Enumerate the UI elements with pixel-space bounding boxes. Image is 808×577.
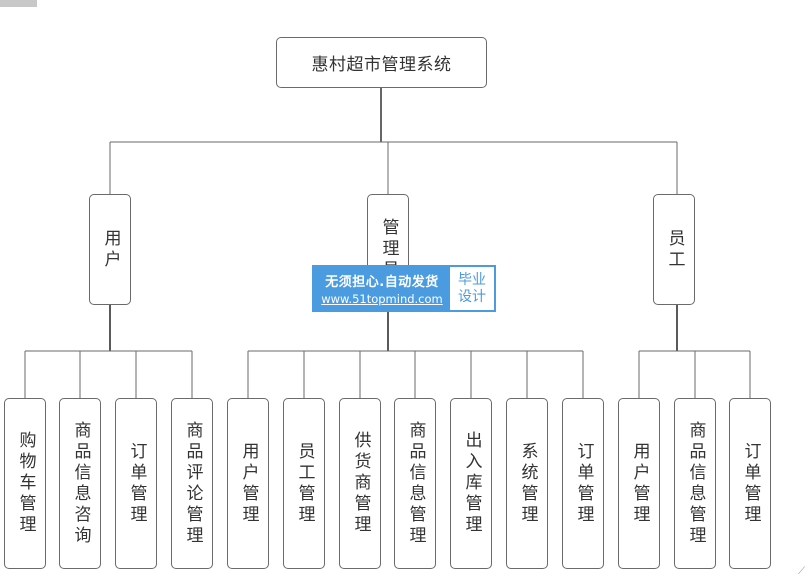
leaf-node: 用户管理 [618,398,660,569]
leaf-label: 商品信息咨询 [70,420,91,547]
watermark-badge-line1: 毕业 [458,272,486,289]
leaf-label: 用户管理 [629,441,650,526]
leaf-node: 商品信息管理 [674,398,716,569]
leaf-label: 用户管理 [238,441,259,526]
leaf-node: 商品评论管理 [171,398,213,569]
leaf-label: 员工管理 [294,441,315,526]
leaf-label: 出入库管理 [461,431,482,536]
leaf-label: 商品信息管理 [405,420,426,547]
root-node: 惠村超市管理系统 [276,37,487,88]
leaf-node: 订单管理 [729,398,771,569]
watermark-banner: 无须担心.自动发货 www.51topmind.com 毕业 设计 [312,265,496,312]
leaf-label: 订单管理 [573,441,594,526]
leaf-node: 用户管理 [227,398,269,569]
category-label: 员工 [664,228,685,271]
watermark-badge: 毕业 设计 [450,267,494,310]
leaf-label: 购物车管理 [15,431,36,536]
leaf-node: 供货商管理 [339,398,381,569]
leaf-node: 系统管理 [506,398,548,569]
top-grey-bar [0,0,37,7]
leaf-label: 商品信息管理 [685,420,706,547]
category-staff: 员工 [653,194,695,305]
root-label: 惠村超市管理系统 [311,55,452,75]
watermark-badge-line2: 设计 [458,288,486,305]
watermark-url[interactable]: www.51topmind.com [321,292,443,306]
leaf-node: 商品信息咨询 [59,398,101,569]
leaf-node: 出入库管理 [450,398,492,569]
leaf-label: 订单管理 [740,441,761,526]
category-label: 用户 [100,228,121,271]
leaf-node: 商品信息管理 [394,398,436,569]
watermark-slogan: 无须担心.自动发货 [325,275,439,290]
leaf-node: 订单管理 [562,398,604,569]
category-user: 用户 [89,194,131,305]
leaf-label: 系统管理 [517,441,538,526]
leaf-label: 订单管理 [126,441,147,526]
resize-handle-icon: ⟋ [798,566,805,577]
leaf-node: 员工管理 [283,398,325,569]
leaf-node: 购物车管理 [4,398,46,569]
leaf-node: 订单管理 [115,398,157,569]
leaf-label: 供货商管理 [350,431,371,536]
leaf-label: 商品评论管理 [182,420,203,547]
